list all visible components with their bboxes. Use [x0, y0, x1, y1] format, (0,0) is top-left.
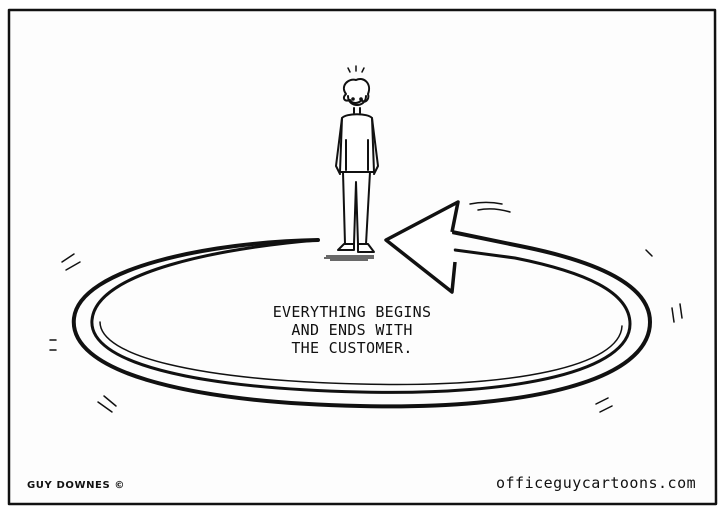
alert-marks — [347, 65, 365, 73]
arrow-loop-outer — [71, 230, 653, 409]
motion-marks — [49, 201, 683, 413]
caption-line: AND ENDS WITH — [291, 321, 413, 339]
caption-line: THE CUSTOMER. — [291, 339, 413, 357]
arrowhead — [384, 200, 460, 294]
website-credit: officeguycartoons.com — [496, 474, 697, 492]
arrow-loop-inner — [90, 238, 632, 394]
cartoon-caption: EVERYTHING BEGINS AND ENDS WITH THE CUST… — [232, 303, 472, 357]
artist-signature: GUY DOWNES © — [27, 480, 125, 491]
arrow-loop-shade — [99, 321, 623, 386]
caption-line: EVERYTHING BEGINS — [272, 303, 432, 321]
customer-figure — [335, 78, 379, 253]
figure-shadow — [324, 255, 374, 261]
